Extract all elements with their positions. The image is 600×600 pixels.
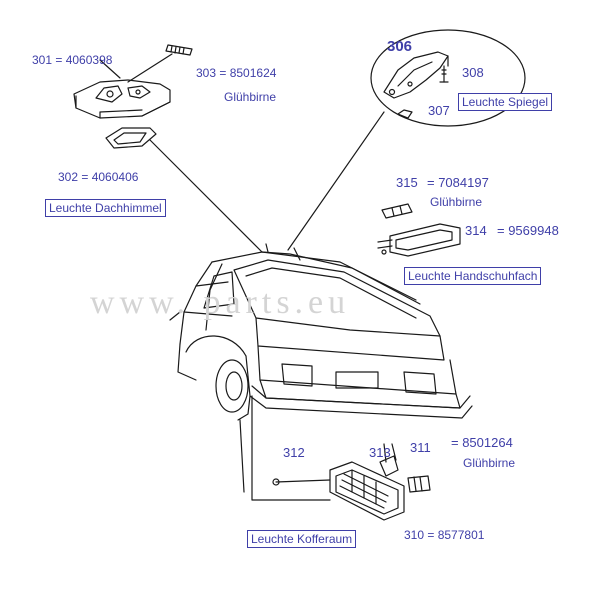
label-303-number: 303 = 8501624 [196, 66, 277, 80]
label-307: 307 [428, 103, 450, 118]
label-312: 312 [283, 445, 305, 460]
screw-308-icon [439, 65, 449, 83]
glovebox-bulb-315-icon [381, 203, 413, 219]
label-306: 306 [387, 38, 413, 55]
festoon-bulb-303-icon [165, 44, 193, 56]
box-leuchte-kofferaum: Leuchte Kofferaum [247, 530, 357, 548]
box-leuchte-handschuhfach: Leuchte Handschuhfach [404, 267, 542, 285]
label-311-number: 311 [410, 440, 431, 455]
mirror-bulb-307-icon [397, 109, 413, 119]
label-315-description: Glühbirne [430, 195, 483, 209]
trunk-lamp-310-icon [329, 461, 405, 521]
roof-lamp-housing-301-icon [73, 79, 171, 119]
label-308: 308 [462, 65, 484, 80]
label-310: 310 = 8577801 [404, 528, 485, 542]
glovebox-lamp-314-icon [377, 223, 461, 257]
mirror-lamp-306-icon [383, 51, 449, 99]
label-311-description: Glühbirne [463, 456, 516, 470]
box-leuchte-dachhimmel: Leuchte Dachhimmel [45, 199, 166, 217]
trunk-bulb-311-icon [407, 475, 431, 493]
mirror-lamp-callout-oval [370, 29, 526, 127]
label-303-description: Glühbirne [224, 90, 277, 104]
watermark: www. parts.eu [90, 284, 351, 321]
screw-312-icon [272, 478, 331, 486]
label-301: 301 = 4060398 [32, 53, 113, 67]
clip-313-icon [379, 443, 399, 477]
label-315-value: = 7084197 [427, 175, 489, 190]
label-311-value: = 8501264 [451, 435, 513, 450]
box-leuchte-spiegel: Leuchte Spiegel [458, 93, 553, 111]
label-313: 313 [369, 445, 391, 460]
car-illustration [169, 243, 473, 421]
label-315-number: 315 [396, 175, 418, 190]
label-314-value: = 9569948 [497, 223, 559, 238]
label-302: 302 = 4060406 [58, 170, 139, 184]
lamp-lens-302-icon [105, 127, 157, 149]
label-314-number: 314 [465, 223, 487, 238]
